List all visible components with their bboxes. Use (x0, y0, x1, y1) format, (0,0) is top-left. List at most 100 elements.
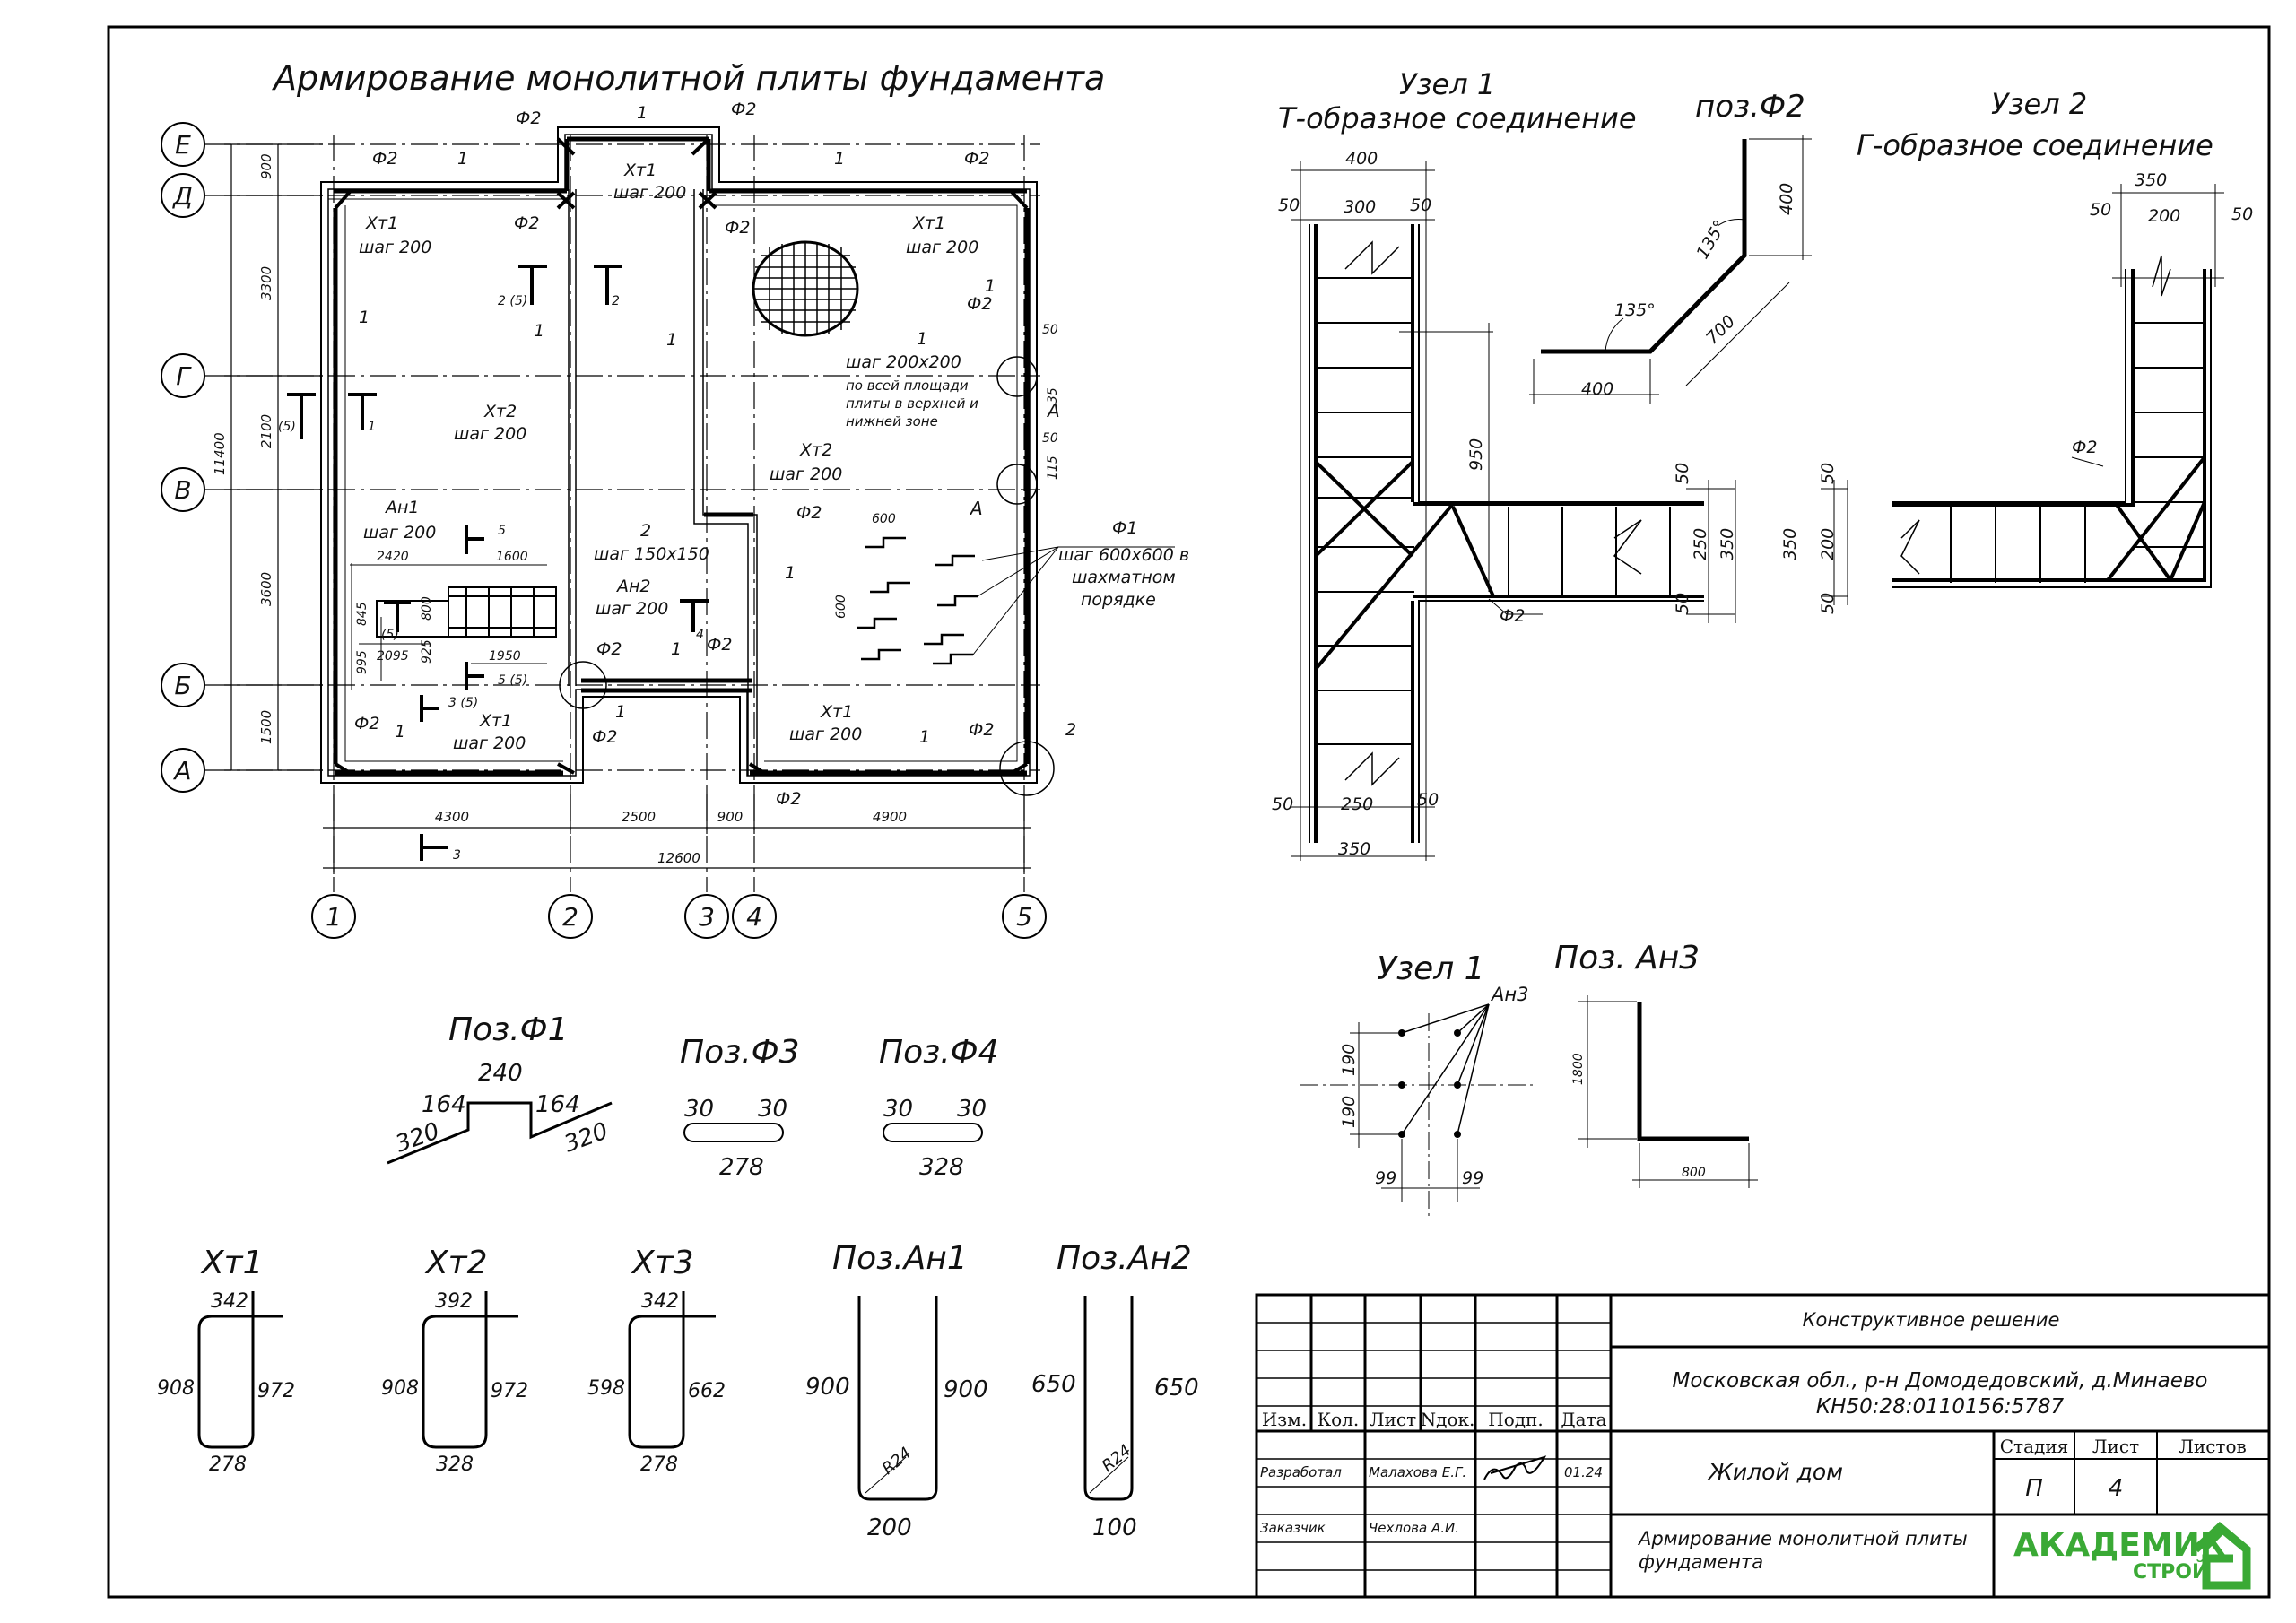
node1-dims: 400 50 300 50 950 50 250 350 50 50 250 5… (1272, 149, 1737, 859)
lbl-1600: 1600 (496, 550, 528, 564)
dim: 342 (641, 1290, 679, 1313)
lbl-grid-step: шаг 200х200 (846, 352, 961, 372)
lbl-sec2: 2 (5) (498, 294, 527, 308)
node2-subtitle: Г-образное соединение (1857, 128, 2213, 162)
sheet-frame (107, 25, 2271, 1599)
lbl-f2: Ф2 (969, 720, 994, 740)
dim: 400 (1345, 149, 1378, 169)
dim: 164 (535, 1091, 580, 1118)
lbl-xt2: Хт2 (483, 402, 517, 421)
lbl-2420: 2420 (377, 550, 409, 564)
lbl-f1-note2: порядке (1081, 590, 1156, 610)
lbl-sec4: 4 (696, 628, 704, 642)
posf3-title: Поз.Ф3 (680, 1034, 800, 1071)
lbl-f2: Ф2 (796, 503, 822, 523)
f1-bars (857, 536, 978, 665)
axis-col-4: 4 (746, 902, 762, 932)
dim: 50 (1673, 593, 1692, 614)
dim: 200 (1818, 528, 1838, 560)
axis-row-E: Е (175, 130, 191, 160)
lbl-sec5b: 5 (5) (498, 673, 527, 688)
node1-subtitle: Т-образное соединение (1278, 101, 1637, 135)
lbl-1: 1 (637, 103, 648, 123)
lbl-xt1: Хт1 (479, 711, 512, 731)
lbl-f2: Ф2 (731, 100, 756, 119)
dim: 350 (2135, 170, 2167, 190)
dim: 278 (640, 1454, 678, 1476)
lbl-f2: Ф2 (725, 218, 750, 238)
dim: 1800 (1571, 1053, 1586, 1085)
posan2-title: Поз.Ан2 (1057, 1240, 1192, 1277)
dim: 350 (1718, 528, 1737, 560)
lbl-step150: шаг 150х150 (594, 544, 709, 564)
node1b-title: Узел 1 (1377, 950, 1485, 987)
tb-developed-name: Малахова Е.Г. (1369, 1464, 1466, 1480)
f1-leaders (972, 546, 1175, 655)
dim: 400 (1777, 183, 1796, 215)
dim: R24 (879, 1444, 916, 1479)
dim-1500: 1500 (258, 710, 274, 744)
logo-subtext: СТРОЙ (2133, 1560, 2208, 1584)
lbl-an3: Ан3 (1490, 984, 1528, 1005)
dim: 662 (688, 1380, 726, 1402)
axis-col-2: 2 (562, 902, 578, 932)
lbl-f2: Ф2 (964, 149, 989, 169)
lbl-f2: Ф2 (354, 714, 379, 733)
lbl-f2: Ф2 (514, 213, 539, 233)
lbl-50: 50 (1042, 323, 1058, 337)
axis-row-V: В (174, 475, 191, 505)
lbl-a: А (1046, 400, 1060, 421)
tb-stage: П (2025, 1475, 2043, 1502)
bottom-dims-text: 4300 2500 900 4900 12600 (435, 809, 907, 866)
lbl-f2: Ф2 (1500, 606, 1525, 626)
dim: 50 (1818, 463, 1838, 484)
posan1-title: Поз.Ан1 (832, 1240, 968, 1277)
lbl-925: 925 (420, 639, 434, 664)
dim: 350 (1338, 839, 1370, 859)
dim: 342 (211, 1290, 248, 1313)
lbl-step200: шаг 200 (454, 424, 526, 444)
dim-4300: 4300 (435, 809, 469, 825)
logo-text: АКАДЕМИК (2013, 1527, 2226, 1564)
lbl-1: 1 (785, 563, 796, 583)
dim: 30 (758, 1096, 787, 1123)
title-block: Изм. Кол. Лист Nдок. Подп. Дата Стадия Л… (1255, 1293, 2271, 1599)
lbl-115: 115 (1046, 456, 1060, 480)
dim: 50 (1272, 794, 1293, 814)
lbl-995: 995 (355, 650, 370, 674)
dim: 320 (392, 1117, 443, 1158)
dim: 650 (1154, 1375, 1199, 1402)
an-blocks (376, 586, 557, 638)
signature (1483, 1455, 1547, 1480)
dim-3600: 3600 (258, 572, 274, 606)
plan-dim-lines (350, 563, 547, 690)
tb-sheet-head: Лист (2092, 1436, 2139, 1457)
dim: 650 (1031, 1371, 1076, 1398)
tb-head-data: Дата (1561, 1409, 1606, 1430)
lbl-p5: (5) (381, 628, 399, 642)
tb-sheet: 4 (2109, 1475, 2124, 1502)
clamp-xt2: Хт2 392 908 972 328 (381, 1245, 528, 1476)
dim: 900 (805, 1374, 850, 1401)
dim-2500: 2500 (622, 809, 656, 825)
dim: 598 (587, 1377, 625, 1400)
pos-f4: Поз.Ф4 30 30 328 (879, 1034, 999, 1181)
lbl-35: 35 (1046, 387, 1060, 404)
dim: 190 (1339, 1096, 1359, 1128)
dim: 250 (1691, 528, 1710, 560)
axis-row-G: Г (176, 361, 192, 391)
dim: 300 (1344, 197, 1376, 217)
lbl-sec3: 3 (453, 848, 461, 863)
dim: 50 (2231, 204, 2253, 224)
tb-stage-head: Стадия (2000, 1436, 2069, 1457)
lbl-step200: шаг 200 (453, 733, 526, 753)
dim: 328 (919, 1154, 964, 1181)
tb-head-izm: Изм. (1262, 1409, 1307, 1430)
lbl-1: 1 (985, 276, 996, 296)
lbl-f2: Ф2 (592, 727, 617, 747)
dim-2100: 2100 (258, 414, 274, 448)
axis-col-bubbles: 1 2 3 4 5 (311, 894, 1047, 939)
axis-row-bubbles: Е Д Г В Б А (161, 122, 205, 793)
posf2-title: поз.Ф2 (1695, 89, 1805, 125)
tb-drawing1: Армирование монолитной плиты (1637, 1528, 1968, 1549)
